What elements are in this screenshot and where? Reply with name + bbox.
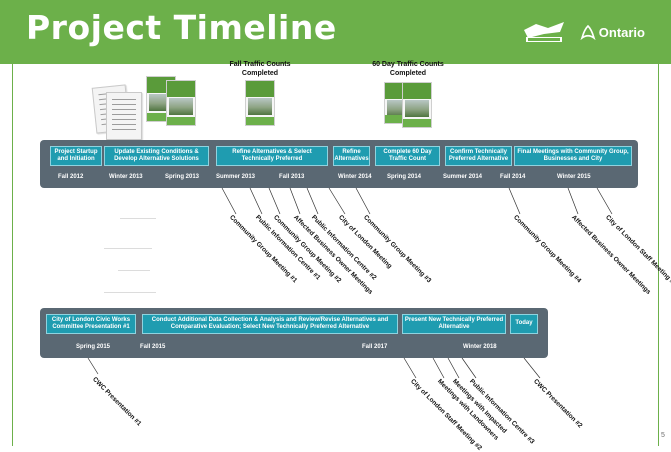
divider bbox=[104, 292, 156, 293]
timeline-2-season: Winter 2018 bbox=[463, 344, 497, 350]
timeline-2-season: Spring 2015 bbox=[76, 344, 111, 350]
report-document-thumbnail bbox=[106, 92, 142, 140]
divider bbox=[104, 248, 152, 249]
timeline-1-season: Fall 2012 bbox=[58, 174, 84, 180]
timeline-2-phase: Present New Technically Preferred Altern… bbox=[402, 314, 506, 334]
timeline-2-season: Fall 2015 bbox=[140, 344, 166, 350]
timeline-1-season: Summer 2014 bbox=[443, 174, 483, 180]
london-city-logo-icon bbox=[522, 20, 566, 44]
divider bbox=[120, 218, 156, 219]
timeline-1-season: Spring 2014 bbox=[387, 174, 422, 180]
page-title: Project Timeline bbox=[26, 8, 337, 47]
sixty-day-traffic-counts-callout: 60 Day Traffic Counts Completed bbox=[372, 61, 444, 77]
timeline-1-season: Summer 2013 bbox=[216, 174, 256, 180]
timeline-2-phase: Conduct Additional Data Collection & Ana… bbox=[142, 314, 398, 334]
logos: Ontario bbox=[522, 20, 645, 44]
report-cover-thumbnail bbox=[166, 80, 196, 126]
page-number: 5 bbox=[661, 432, 665, 439]
divider bbox=[118, 270, 150, 271]
timeline-1-season: Winter 2013 bbox=[109, 174, 143, 180]
report-cover-thumbnail bbox=[245, 80, 275, 126]
timeline-2-season: Fall 2017 bbox=[362, 344, 388, 350]
fall-traffic-counts-callout: Fall Traffic Counts Completed bbox=[229, 61, 291, 77]
timeline-1-phase: Refine Alternatives & Select Technically… bbox=[216, 146, 328, 166]
timeline-2-phase: Today bbox=[510, 314, 538, 334]
timeline-1-phase: Complete 60 Day Traffic Count bbox=[375, 146, 440, 166]
ontario-trillium-icon bbox=[580, 24, 596, 40]
timeline-1-phase: Final Meetings with Community Group, Bus… bbox=[514, 146, 632, 166]
ontario-logo: Ontario bbox=[580, 24, 645, 40]
ontario-wordmark: Ontario bbox=[598, 24, 645, 40]
timeline-1-season: Winter 2015 bbox=[557, 174, 591, 180]
timeline-1-season: Fall 2013 bbox=[279, 174, 305, 180]
timeline-1-season: Spring 2013 bbox=[165, 174, 200, 180]
timeline-1-phase: Refine Alternatives bbox=[333, 146, 370, 166]
timeline-1-season: Fall 2014 bbox=[500, 174, 526, 180]
timeline-1-phase: Confirm Technically Preferred Alternativ… bbox=[445, 146, 512, 166]
report-cover-thumbnail bbox=[402, 82, 432, 128]
timeline-1-phase: Project Startup and Initiation bbox=[50, 146, 102, 166]
header-banner: Project Timeline Ontario bbox=[0, 0, 671, 64]
timeline-2-phase: City of London Civic Works Committee Pre… bbox=[46, 314, 136, 334]
frame-line-left bbox=[12, 64, 13, 446]
frame-line-right bbox=[658, 64, 659, 446]
timeline-1-phase: Update Existing Conditions & Develop Alt… bbox=[104, 146, 209, 166]
timeline-1-season: Winter 2014 bbox=[338, 174, 372, 180]
